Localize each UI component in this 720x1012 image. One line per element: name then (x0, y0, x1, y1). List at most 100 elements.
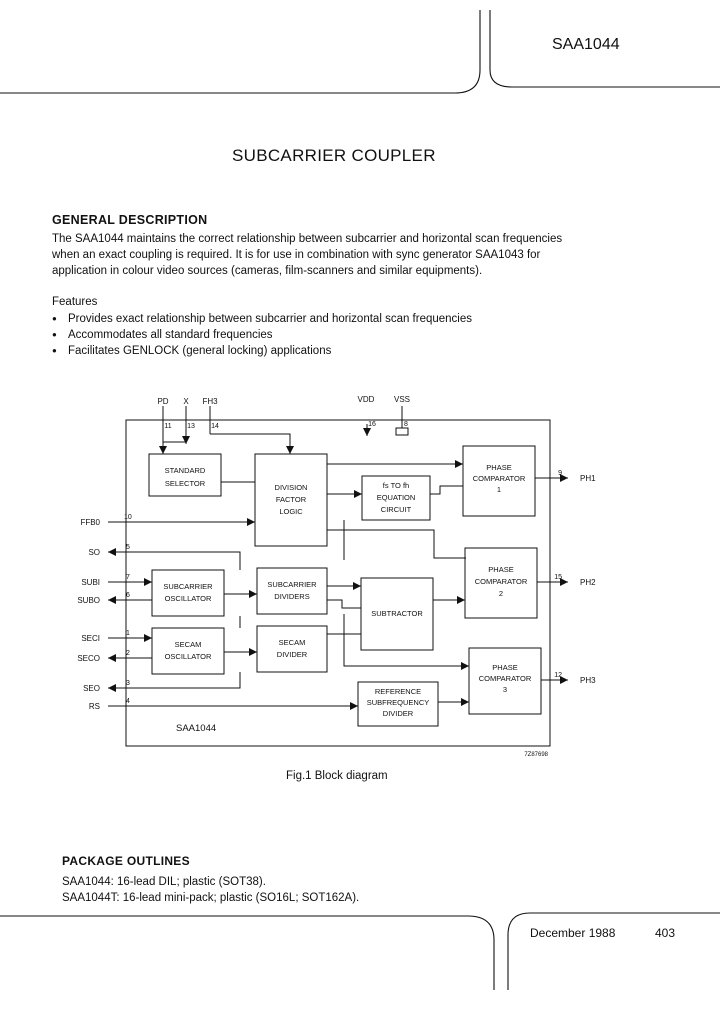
phase-comparator-1-block (462, 445, 536, 517)
ref-div-label-2: SUBFREQUENCY (367, 698, 430, 707)
chip-outline (125, 419, 551, 747)
pin-num-seco: 2 (126, 650, 130, 657)
secam-divider-block (256, 625, 328, 673)
division-label-3: LOGIC (279, 507, 303, 516)
division-factor-logic-block (254, 453, 328, 547)
figure-code: 7Z87698 (524, 752, 548, 758)
pc1-label-1: PHASE (486, 463, 511, 472)
pin-name-fh3: FH3 (202, 397, 218, 406)
subtractor-label: SUBTRACTOR (371, 609, 423, 618)
package-line: SAA1044T: 16-lead mini-pack; plastic (SO… (62, 892, 360, 904)
general-description-heading: GENERAL DESCRIPTION (52, 213, 208, 227)
equation-label-3: CIRCUIT (381, 505, 412, 514)
pin-name-seo: SEO (83, 684, 100, 693)
feature-item: Accommodates all standard frequencies (52, 327, 472, 343)
pin-num-seo: 3 (126, 680, 130, 687)
pin-num-pd: 11 (164, 423, 171, 430)
general-description-text: The SAA1044 maintains the correct relati… (52, 231, 612, 279)
pin-name-ph1: PH1 (580, 474, 596, 483)
pin-name-ffb0: FFB0 (80, 518, 100, 527)
sub-osc-label-2: OSCILLATOR (165, 594, 212, 603)
pin-name-pd: PD (157, 397, 168, 406)
package-line: SAA1044: 16-lead DIL; plastic (SOT38). (62, 876, 266, 888)
chip-label: SAA1044 (176, 723, 216, 734)
division-label-2: FACTOR (276, 495, 307, 504)
standard-selector-label-2: SELECTOR (165, 479, 206, 488)
pin-num-subo: 6 (126, 592, 130, 599)
pin-name-vdd: VDD (358, 395, 375, 404)
pin-name-ph3: PH3 (580, 676, 596, 685)
pin-name-x: X (183, 397, 189, 406)
pin-num-vss: 8 (404, 421, 408, 428)
pin-num-vdd: 16 (368, 421, 376, 428)
pin-name-vss: VSS (394, 395, 410, 404)
secam-osc-label-2: OSCILLATOR (165, 652, 212, 661)
phase-comparator-3-block (468, 647, 542, 715)
block-diagram: STANDARD SELECTOR DIVISION FACTOR LOGIC … (77, 395, 596, 758)
description-line: when an exact coupling is required. It i… (52, 249, 541, 261)
equation-label-2: EQUATION (377, 493, 416, 502)
pin-num-ph2: 15 (554, 574, 562, 581)
ref-div-label-3: DIVIDER (383, 709, 414, 718)
pin-num-subi: 7 (126, 574, 130, 581)
description-line: application in colour video sources (cam… (52, 265, 483, 277)
sub-div-label-1: SUBCARRIER (267, 580, 317, 589)
division-label-1: DIVISION (275, 483, 308, 492)
pin-name-subi: SUBI (81, 578, 100, 587)
pin-num-ffb0: 10 (124, 514, 132, 521)
pc3-label-3: 3 (503, 685, 507, 694)
pc1-label-3: 1 (497, 485, 501, 494)
pc2-label-1: PHASE (488, 565, 513, 574)
standard-selector-block (148, 453, 222, 497)
pin-num-ph3: 12 (554, 672, 562, 679)
reference-divider-block (357, 681, 439, 727)
equation-label-1: fs TO fh (383, 481, 409, 490)
feature-item: Provides exact relationship between subc… (52, 311, 472, 327)
ref-div-label-1: REFERENCE (375, 687, 421, 696)
sub-osc-label-1: SUBCARRIER (163, 582, 213, 591)
pin-name-ph2: PH2 (580, 578, 596, 587)
footer-rule-left (0, 915, 495, 990)
part-number: SAA1044 (552, 36, 620, 53)
pin-name-so: SO (88, 548, 100, 557)
subtractor-block (360, 577, 434, 651)
pc2-label-3: 2 (499, 589, 503, 598)
pin-num-ph1: 9 (558, 470, 562, 477)
pin-num-fh3: 14 (211, 423, 219, 430)
pin-num-x: 13 (187, 423, 195, 430)
header-rule-left (0, 10, 481, 94)
features-list: Provides exact relationship between subc… (52, 311, 472, 359)
pc3-label-2: COMPARATOR (479, 674, 532, 683)
secam-osc-label-1: SECAM (175, 640, 202, 649)
footer-date: December 1988 (530, 926, 616, 940)
pin-name-seco: SECO (77, 654, 100, 663)
page-title: SUBCARRIER COUPLER (232, 146, 436, 165)
package-outlines-heading: PACKAGE OUTLINES (62, 854, 190, 868)
secam-div-label-1: SECAM (279, 638, 306, 647)
header-rule-right (489, 10, 720, 88)
page-number: 403 (655, 926, 676, 940)
secam-div-label-2: DIVIDER (277, 650, 308, 659)
pin-name-subo: SUBO (77, 596, 100, 605)
standard-selector-label-1: STANDARD (165, 466, 206, 475)
pin-name-seci: SECI (81, 634, 100, 643)
footer-rule-right (507, 912, 720, 990)
pc1-label-2: COMPARATOR (473, 474, 526, 483)
pc2-label-2: COMPARATOR (475, 577, 528, 586)
subcarrier-oscillator-block (151, 569, 225, 617)
pin-num-rs: 4 (126, 698, 130, 705)
package-outlines-text: SAA1044: 16-lead DIL; plastic (SOT38). S… (62, 874, 359, 906)
pin-num-seci: 1 (126, 630, 130, 637)
figure-caption: Fig.1 Block diagram (286, 770, 388, 782)
secam-oscillator-block (151, 627, 225, 675)
equation-circuit-block (361, 475, 431, 521)
features-heading: Features (52, 296, 98, 308)
subcarrier-dividers-block (256, 567, 328, 615)
pin-num-so: 5 (126, 544, 130, 551)
pc3-label-1: PHASE (492, 663, 517, 672)
pin-name-rs: RS (89, 702, 100, 711)
feature-item: Facilitates GENLOCK (general locking) ap… (52, 343, 472, 359)
sub-div-label-2: DIVIDERS (274, 592, 309, 601)
description-line: The SAA1044 maintains the correct relati… (52, 233, 563, 245)
